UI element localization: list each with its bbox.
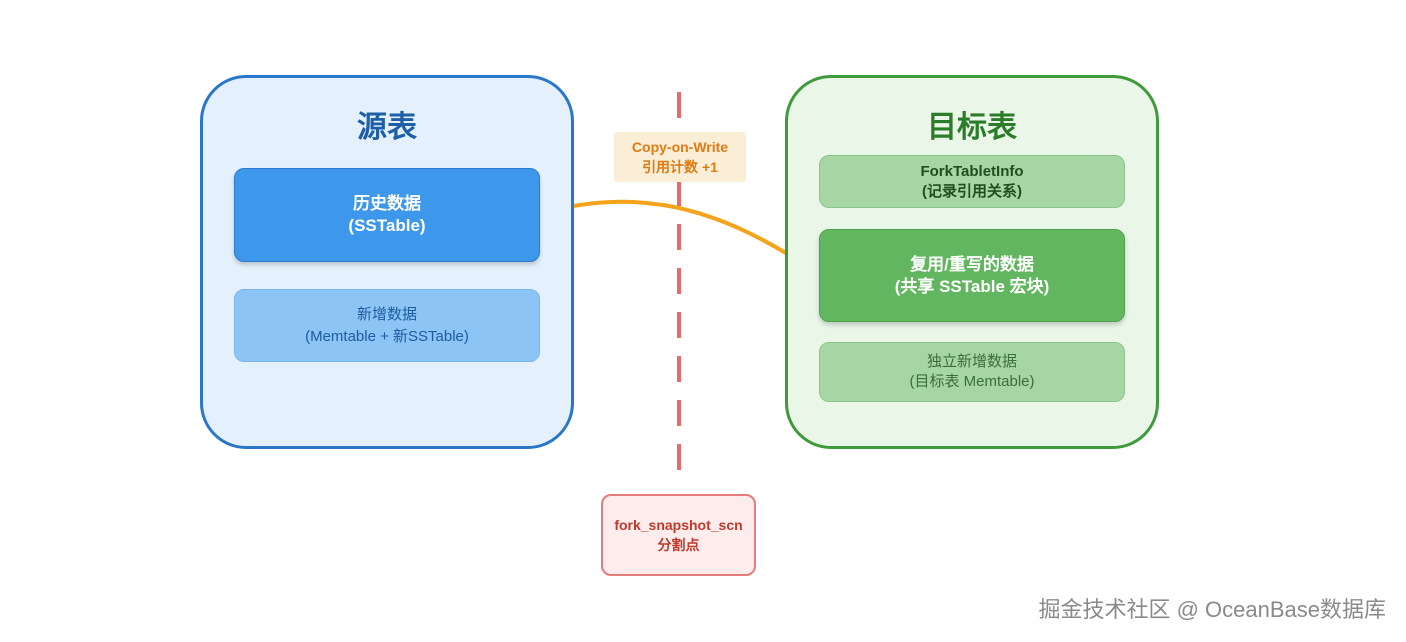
copy-on-write-arrow bbox=[539, 199, 814, 272]
new-data-sublabel: (Memtable + 新SSTable) bbox=[305, 327, 469, 345]
copy-on-write-title: Copy-on-Write bbox=[631, 139, 729, 155]
fork-snapshot-box: fork_snapshot_scn 分割点 bbox=[601, 494, 756, 576]
history-data-box: 历史数据 (SSTable) bbox=[234, 168, 540, 262]
fork-tablet-info-sublabel: (记录引用关系) bbox=[922, 182, 1022, 200]
reused-data-box: 复用/重写的数据 (共享 SSTable 宏块) bbox=[819, 229, 1125, 322]
reused-data-label: 复用/重写的数据 bbox=[910, 254, 1034, 274]
target-table-title: 目标表 bbox=[927, 111, 1017, 144]
new-data-label: 新增数据 bbox=[356, 305, 417, 323]
source-table-panel: 源表 bbox=[200, 75, 574, 449]
fork-tablet-info-box: ForkTabletInfo (记录引用关系) bbox=[819, 155, 1125, 208]
fork-tablet-info-label: ForkTabletInfo bbox=[920, 162, 1024, 180]
independent-data-sublabel: (目标表 Memtable) bbox=[909, 373, 1035, 390]
source-table-title: 源表 bbox=[357, 111, 417, 144]
new-data-box: 新增数据 (Memtable + 新SSTable) bbox=[234, 289, 540, 362]
copy-on-write-label: Copy-on-Write 引用计数 +1 bbox=[614, 132, 746, 182]
watermark: 掘金技术社区 @ OceanBase数据库 bbox=[1038, 597, 1386, 622]
reference-count-text: 引用计数 +1 bbox=[642, 159, 718, 175]
reused-data-sublabel: (共享 SSTable 宏块) bbox=[894, 276, 1050, 296]
independent-data-box: 独立新增数据 (目标表 Memtable) bbox=[819, 342, 1125, 402]
fork-snapshot-label: fork_snapshot_scn bbox=[614, 517, 743, 533]
history-data-label: 历史数据 bbox=[353, 194, 421, 213]
independent-data-label: 独立新增数据 bbox=[926, 353, 1017, 370]
split-point-label: 分割点 bbox=[657, 537, 700, 553]
history-data-sublabel: (SSTable) bbox=[348, 216, 426, 235]
